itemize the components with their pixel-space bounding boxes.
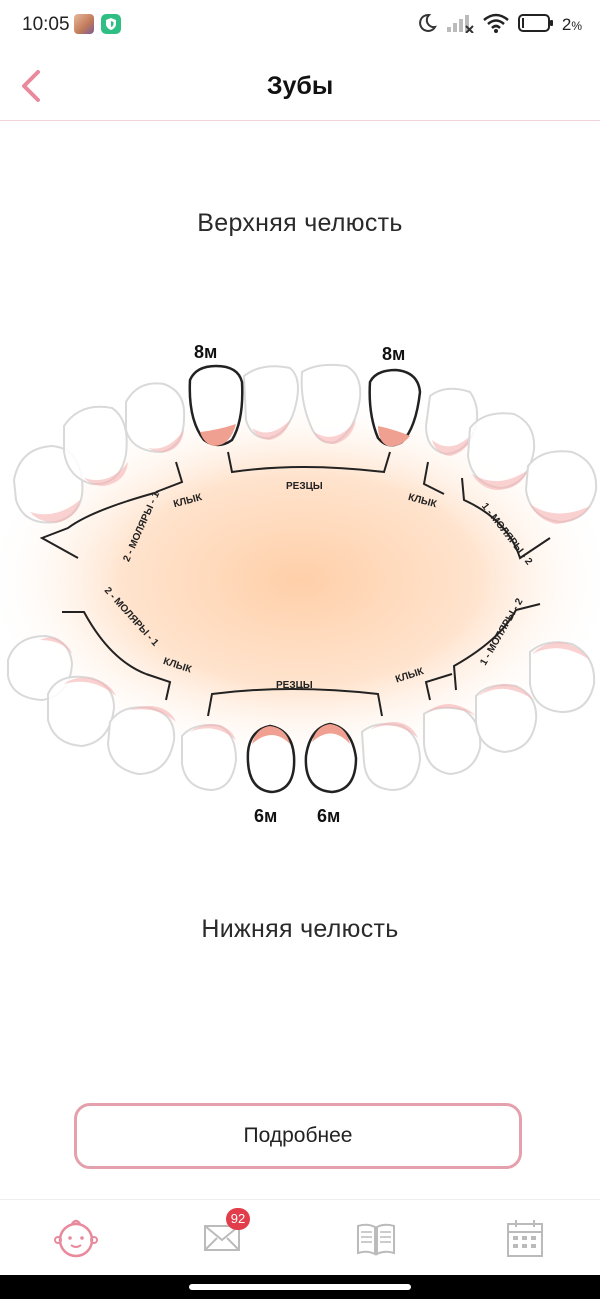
lower-lateral-incisor-left[interactable] <box>181 724 238 792</box>
lower-age-right: 6м <box>317 806 340 826</box>
system-home-bar <box>0 1275 600 1299</box>
lower-central-incisor-right[interactable] <box>304 722 358 794</box>
calendar-icon <box>507 1220 543 1257</box>
lower-molar-right-2[interactable] <box>529 641 596 714</box>
status-time: 10:05 <box>22 14 70 35</box>
upper-canine-left[interactable] <box>125 382 186 454</box>
upper-central-incisor-left[interactable] <box>188 364 244 447</box>
teeth-diagram: РЕЗЦЫ КЛЫК КЛЫК 2 - МОЛЯРЫ - 1 1 - МОЛЯР… <box>0 342 600 826</box>
lower-central-incisor-left[interactable] <box>246 724 296 794</box>
upper-lateral-incisor-left[interactable] <box>242 365 299 440</box>
lower-molar-left-1[interactable] <box>47 675 116 748</box>
upper-jaw-title: Верхняя челюсть <box>197 209 403 237</box>
book-icon <box>357 1223 395 1256</box>
upper-age-right: 8м <box>382 344 405 364</box>
mail-icon <box>204 1225 240 1251</box>
lower-canine-right[interactable] <box>423 704 482 776</box>
lower-lateral-incisor-right[interactable] <box>360 722 422 792</box>
status-right: 2% <box>416 12 582 38</box>
nav-baby[interactable] <box>52 1214 100 1262</box>
mail-badge: 92 <box>226 1208 250 1230</box>
photo-thumbnail-icon <box>74 14 94 34</box>
upper-molar-right-2[interactable] <box>524 450 598 524</box>
nav-book[interactable] <box>352 1214 400 1262</box>
chevron-left-icon <box>22 70 40 102</box>
moon-icon <box>416 12 438 39</box>
shield-app-icon <box>101 14 121 34</box>
nav-calendar[interactable] <box>502 1214 550 1262</box>
back-button[interactable] <box>14 64 54 108</box>
battery-percent: 2% <box>561 15 582 34</box>
baby-face-icon <box>54 1219 98 1258</box>
upper-age-left: 8м <box>194 342 217 362</box>
page-title: Зубы <box>266 72 334 100</box>
lower-canine-left[interactable] <box>106 706 176 776</box>
wifi-icon <box>482 12 510 39</box>
upper-molar-left-1[interactable] <box>63 405 128 486</box>
bottom-nav: 92 <box>0 1199 600 1276</box>
upper-lateral-incisor-right[interactable] <box>300 363 362 444</box>
app-header: Зубы <box>0 52 600 121</box>
upper-label-incisors: РЕЗЦЫ <box>286 481 323 492</box>
lower-brackets <box>62 603 541 717</box>
lower-molar-right-1[interactable] <box>475 684 538 754</box>
status-bar: 10:05 2% <box>0 0 600 52</box>
no-signal-icon <box>446 13 474 38</box>
battery-icon <box>517 13 554 38</box>
upper-molar-right-1[interactable] <box>466 412 536 490</box>
details-button[interactable]: Подробнее <box>74 1103 522 1169</box>
home-indicator[interactable] <box>189 1284 411 1290</box>
upper-central-incisor-right[interactable] <box>368 368 422 447</box>
nav-mail[interactable]: 92 <box>200 1208 250 1262</box>
lower-jaw-title: Нижняя челюсть <box>201 915 399 943</box>
upper-brackets <box>39 451 551 560</box>
lower-age-left: 6м <box>254 806 277 826</box>
lower-label-incisors: РЕЗЦЫ <box>276 680 313 691</box>
